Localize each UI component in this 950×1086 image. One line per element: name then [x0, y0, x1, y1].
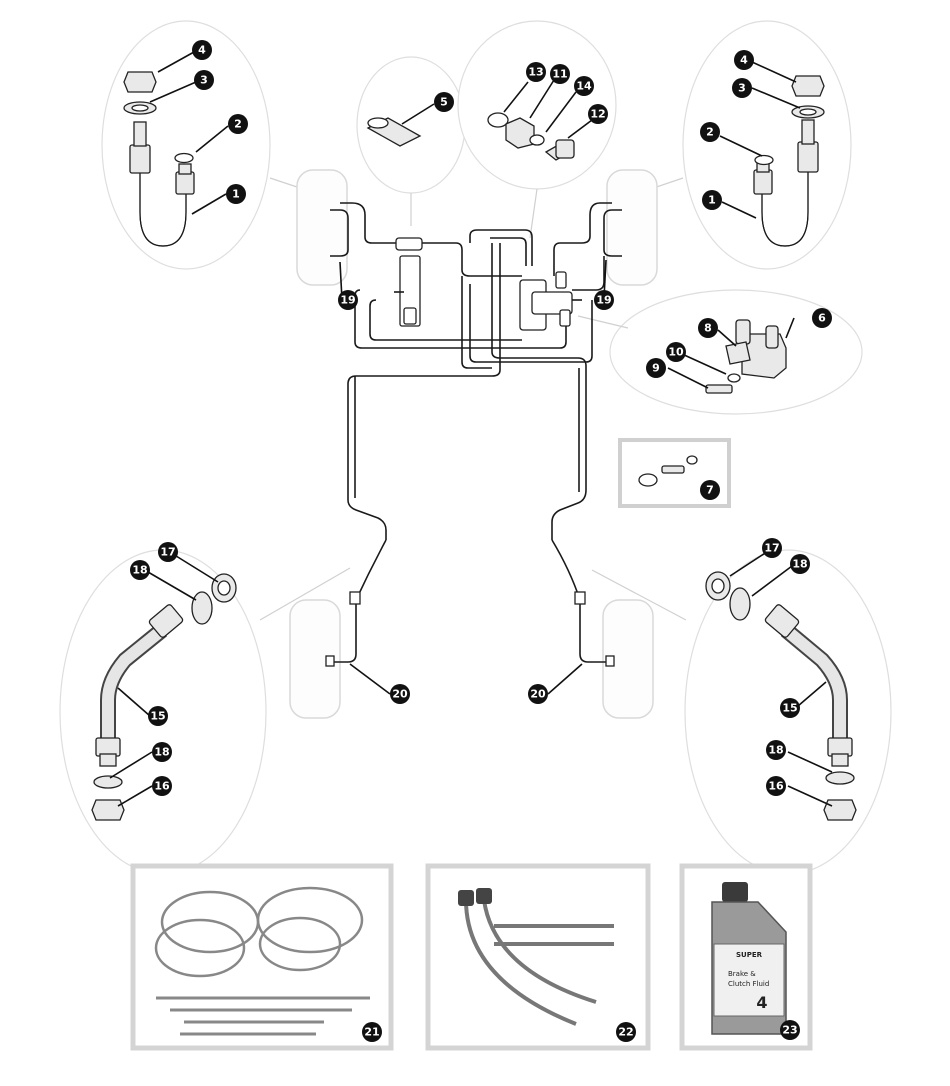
callout-1-left: 1: [226, 184, 246, 204]
kit-brake-fluid-bottle: SUPER Brake & Clutch Fluid 4: [679, 863, 813, 1051]
callout-5: 5: [434, 92, 454, 112]
callout-arrows: [109, 51, 833, 807]
svg-text:22: 22: [618, 1026, 633, 1039]
svg-text:11: 11: [552, 68, 567, 81]
svg-text:15: 15: [782, 702, 797, 715]
callout-9: 9: [646, 358, 666, 378]
frame-21: [130, 863, 394, 1051]
callout-18-left-bottom: 18: [152, 742, 172, 762]
svg-text:4: 4: [740, 54, 748, 67]
svg-text:16: 16: [768, 780, 784, 793]
wheel-rear-right: [602, 599, 654, 719]
callout-1-right: 1: [702, 190, 722, 210]
svg-text:20: 20: [530, 688, 546, 701]
wheel-front-left: [296, 169, 348, 286]
bubble-front-left-hose: [101, 20, 271, 270]
callout-6: 6: [812, 308, 832, 328]
callout-2-left: 2: [228, 114, 248, 134]
part-rear-right-hose: [705, 571, 857, 821]
part-seal-kit: [638, 455, 698, 487]
callout-4-left: 4: [192, 40, 212, 60]
callout-17-left: 17: [158, 542, 178, 562]
svg-text:15: 15: [150, 710, 165, 723]
callout-19-left: 19: [338, 290, 358, 310]
callout-14: 14: [574, 76, 594, 96]
svg-text:8: 8: [704, 322, 712, 335]
callout-15-right: 15: [780, 698, 800, 718]
callout-19-right: 19: [594, 290, 614, 310]
brake-pipe-run: [325, 202, 622, 667]
detail-bubbles: [59, 20, 892, 875]
wheel-rear-left: [289, 599, 341, 719]
callout-17-right: 17: [762, 538, 782, 558]
callout-15-left: 15: [148, 706, 168, 726]
bottle-brand: SUPER: [736, 951, 763, 959]
callout-22: 22: [616, 1022, 636, 1042]
callout-13: 13: [526, 62, 546, 82]
svg-text:13: 13: [528, 66, 543, 79]
svg-text:3: 3: [200, 74, 208, 87]
part-front-left-hose: [123, 71, 195, 247]
part-t-piece: [487, 112, 575, 161]
svg-text:2: 2: [706, 126, 714, 139]
wheel-front-right: [606, 169, 658, 286]
callout-18-right-bottom: 18: [766, 740, 786, 760]
svg-text:14: 14: [576, 80, 592, 93]
callout-8: 8: [698, 318, 718, 338]
callout-3-left: 3: [194, 70, 214, 90]
svg-text:19: 19: [596, 294, 611, 307]
callout-20-right: 20: [528, 684, 548, 704]
svg-text:7: 7: [706, 484, 714, 497]
svg-text:19: 19: [340, 294, 355, 307]
svg-text:10: 10: [668, 346, 684, 359]
svg-text:3: 3: [738, 82, 746, 95]
svg-text:17: 17: [160, 546, 175, 559]
callout-7: 7: [700, 480, 720, 500]
svg-text:18: 18: [132, 564, 147, 577]
svg-text:17: 17: [764, 542, 779, 555]
part-connector: [366, 117, 422, 147]
svg-text:4: 4: [198, 44, 206, 57]
kit-pipe-set: [130, 863, 394, 1051]
bottle-label-line2: Clutch Fluid: [728, 980, 769, 988]
bubble-front-right-hose: [682, 20, 852, 270]
svg-text:18: 18: [792, 558, 807, 571]
callout-23: 23: [780, 1020, 800, 1040]
bubble-t-piece: [457, 20, 617, 190]
svg-text:1: 1: [232, 188, 240, 201]
svg-text:9: 9: [652, 362, 660, 375]
svg-text:23: 23: [782, 1024, 797, 1037]
callout-4-right: 4: [734, 50, 754, 70]
svg-text:18: 18: [154, 746, 169, 759]
svg-text:5: 5: [440, 96, 448, 109]
callout-2-right: 2: [700, 122, 720, 142]
svg-text:21: 21: [364, 1026, 379, 1039]
callout-16-left: 16: [152, 776, 172, 796]
bottle-grade: 4: [756, 993, 767, 1012]
svg-text:18: 18: [768, 744, 783, 757]
callout-18-left-top: 18: [130, 560, 150, 580]
part-rear-left-hose: [91, 573, 237, 821]
svg-text:20: 20: [392, 688, 408, 701]
callout-16-right: 16: [766, 776, 786, 796]
svg-text:1: 1: [708, 194, 716, 207]
svg-text:16: 16: [154, 780, 170, 793]
callout-11: 11: [550, 64, 570, 84]
part-valve: [705, 319, 787, 394]
callout-12: 12: [588, 104, 608, 124]
callout-21: 21: [362, 1022, 382, 1042]
kit-braided-hoses: [425, 863, 651, 1051]
callout-20-left: 20: [390, 684, 410, 704]
svg-text:12: 12: [590, 108, 605, 121]
callouts: 4 3 2 1 5 13 11 14 12 4 3 2 1 19 19 6 8 …: [130, 40, 832, 1042]
callout-18-right-top: 18: [790, 554, 810, 574]
svg-text:6: 6: [818, 312, 826, 325]
bottle-label-line1: Brake &: [728, 970, 756, 978]
callout-10: 10: [666, 342, 686, 362]
part-front-right-hose: [753, 75, 825, 247]
callout-3-right: 3: [732, 78, 752, 98]
svg-text:2: 2: [234, 118, 242, 131]
wheels: [289, 169, 658, 719]
